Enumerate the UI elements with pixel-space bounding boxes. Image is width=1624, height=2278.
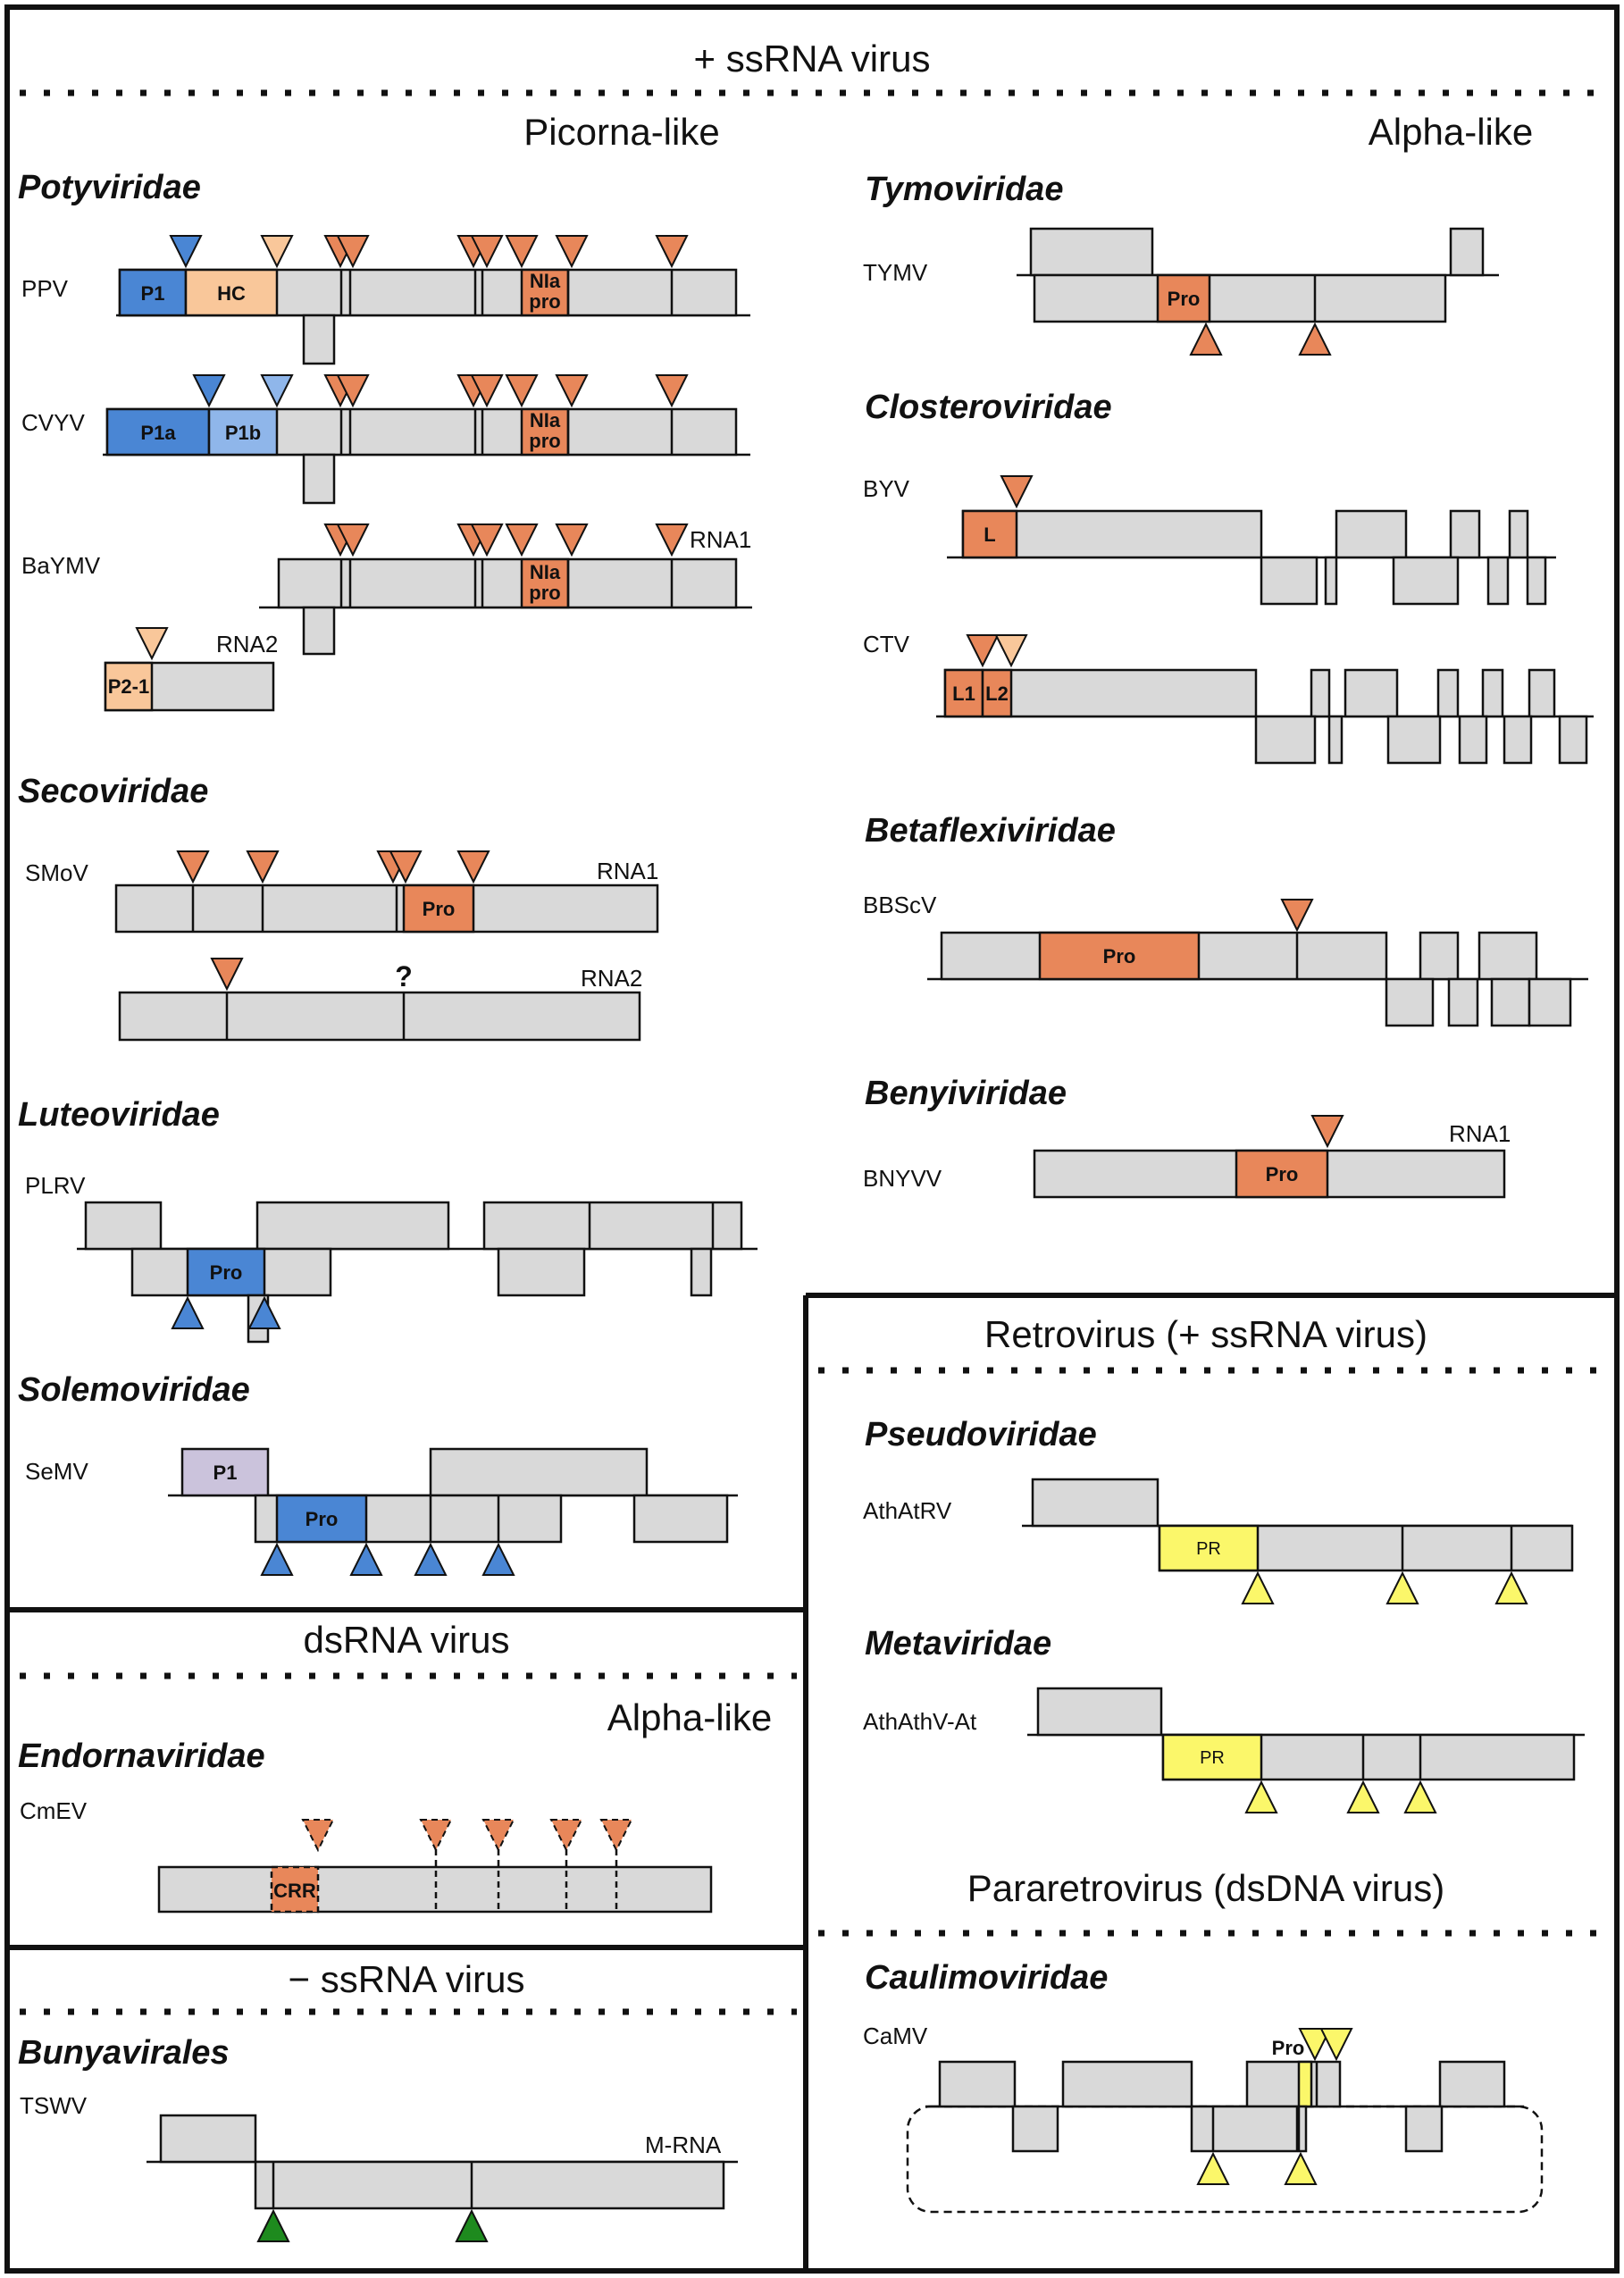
minus-ssrna-header: − ssRNA virus — [289, 1958, 525, 2000]
virus-label-byv: BYV — [863, 475, 910, 502]
family-metaviridae: Metaviridae — [865, 1625, 1051, 1662]
genome-bnyvv — [1033, 1114, 1506, 1199]
virus-label-cmev: CmEV — [20, 1797, 88, 1824]
protein-nia-pro: pro — [529, 582, 560, 604]
family-solemoviridae: Solemoviridae — [18, 1371, 250, 1409]
virus-label-bnyvv: BNYVV — [863, 1165, 942, 1192]
protein-pro: Pro — [306, 1508, 339, 1530]
family-benyiviridae: Benyiviridae — [865, 1075, 1067, 1112]
protein-pro: Pro — [1103, 945, 1136, 967]
dotted-separators — [20, 89, 1608, 2015]
genome-ctv — [936, 633, 1594, 765]
virus-label-cvyv: CVYV — [21, 409, 85, 436]
genome-athathv-at — [1027, 1687, 1585, 1814]
virus-label-ctv: CTV — [863, 631, 910, 657]
dsrna-header: dsRNA virus — [303, 1619, 509, 1661]
genome-semv — [168, 1447, 738, 1577]
picorna-like-header: Picorna-like — [523, 111, 719, 153]
panel-frames — [4, 4, 1620, 2274]
plus-ssrna-header: + ssRNA virus — [694, 38, 931, 80]
genome-tymv — [1017, 227, 1499, 356]
protein-pr: PR — [1196, 1539, 1221, 1559]
family-bunyavirales: Bunyavirales — [18, 2034, 230, 2072]
virus-label-plrv: PLRV — [25, 1172, 86, 1199]
protein-p1: P1 — [213, 1461, 238, 1484]
protein-pro: Pro — [1266, 1163, 1299, 1185]
family-betaflexiviridae: Betaflexiviridae — [865, 812, 1116, 850]
virus-label-smov: SMoV — [25, 859, 88, 886]
protein-pro: Pro — [210, 1261, 243, 1284]
protein-p1a: P1a — [140, 422, 176, 444]
protein-nia: NIa — [530, 409, 561, 431]
segment-label-rna1: RNA1 — [690, 526, 751, 553]
segment-label-rna1: RNA1 — [597, 858, 658, 884]
protein-p1b: P1b — [225, 422, 261, 444]
genome-ppv — [116, 234, 750, 365]
genome-baymv-rna2 — [104, 626, 275, 712]
genome-smov-rna2 — [118, 957, 641, 1042]
protein-p2-1: P2-1 — [108, 675, 149, 698]
pararetrovirus-header: Pararetrovirus (dsDNA virus) — [967, 1867, 1444, 1909]
genome-athatrv — [1022, 1478, 1574, 1605]
unknown-cleavage-mark: ? — [395, 960, 413, 992]
protein-l: L — [984, 523, 995, 546]
protein-nia: NIa — [530, 270, 561, 292]
genome-tswv — [146, 2114, 738, 2243]
genome-bbscv — [927, 898, 1588, 1027]
virus-label-athathv-at: AthAthV-At — [863, 1708, 977, 1735]
protein-p1: P1 — [141, 282, 165, 305]
virus-label-baymv: BaYMV — [21, 552, 101, 579]
protein-nia-pro: pro — [529, 290, 560, 313]
family-pseudoviridae: Pseudoviridae — [865, 1416, 1097, 1453]
genome-byv — [947, 474, 1556, 606]
family-endornaviridae: Endornaviridae — [18, 1738, 265, 1775]
genome-baymv-rna1 — [259, 523, 752, 656]
virus-label-tswv: TSWV — [20, 2092, 88, 2119]
segment-label-rna2: RNA2 — [216, 631, 278, 657]
protein-nia: NIa — [530, 561, 561, 583]
family-caulimoviridae: Caulimoviridae — [865, 1959, 1108, 1997]
retrovirus-header: Retrovirus (+ ssRNA virus) — [984, 1313, 1427, 1355]
segment-label-rna2: RNA2 — [581, 965, 642, 992]
family-tymoviridae: Tymoviridae — [865, 171, 1063, 208]
virus-label-camv: CaMV — [863, 2023, 928, 2049]
genome-cvyv — [103, 373, 750, 505]
protein-crr: CRR — [273, 1880, 316, 1902]
protein-hc: HC — [217, 282, 246, 305]
protein-l2: L2 — [985, 683, 1009, 705]
virus-label-ppv: PPV — [21, 275, 69, 302]
genome-cmev — [157, 1818, 713, 1914]
protein-nia-pro: pro — [529, 430, 560, 452]
protein-pr: PR — [1200, 1748, 1225, 1768]
segment-label-m-rna: M-RNA — [645, 2131, 722, 2158]
protein-pro: Pro — [423, 898, 456, 920]
family-luteoviridae: Luteoviridae — [18, 1096, 220, 1134]
segment-label-rna1: RNA1 — [1449, 1120, 1511, 1147]
genome-camv — [906, 2027, 1544, 2214]
alpha-like-header: Alpha-like — [1369, 111, 1533, 153]
virus-label-tymv: TYMV — [863, 259, 928, 286]
protein-pro: Pro — [1272, 2037, 1305, 2059]
protein-pro: Pro — [1168, 288, 1201, 310]
genome-plrv — [77, 1201, 758, 1344]
virus-label-bbscv: BBScV — [863, 892, 937, 918]
family-potyviridae: Potyviridae — [18, 169, 201, 206]
family-secoviridae: Secoviridae — [18, 773, 208, 810]
family-closteroviridae: Closteroviridae — [865, 389, 1112, 426]
genome-smov-rna1 — [114, 850, 659, 934]
dsrna-alpha-like-header: Alpha-like — [607, 1696, 772, 1738]
virus-label-athatrv: AthAtRV — [863, 1497, 952, 1524]
protein-l1: L1 — [952, 683, 975, 705]
virus-label-semv: SeMV — [25, 1458, 88, 1485]
